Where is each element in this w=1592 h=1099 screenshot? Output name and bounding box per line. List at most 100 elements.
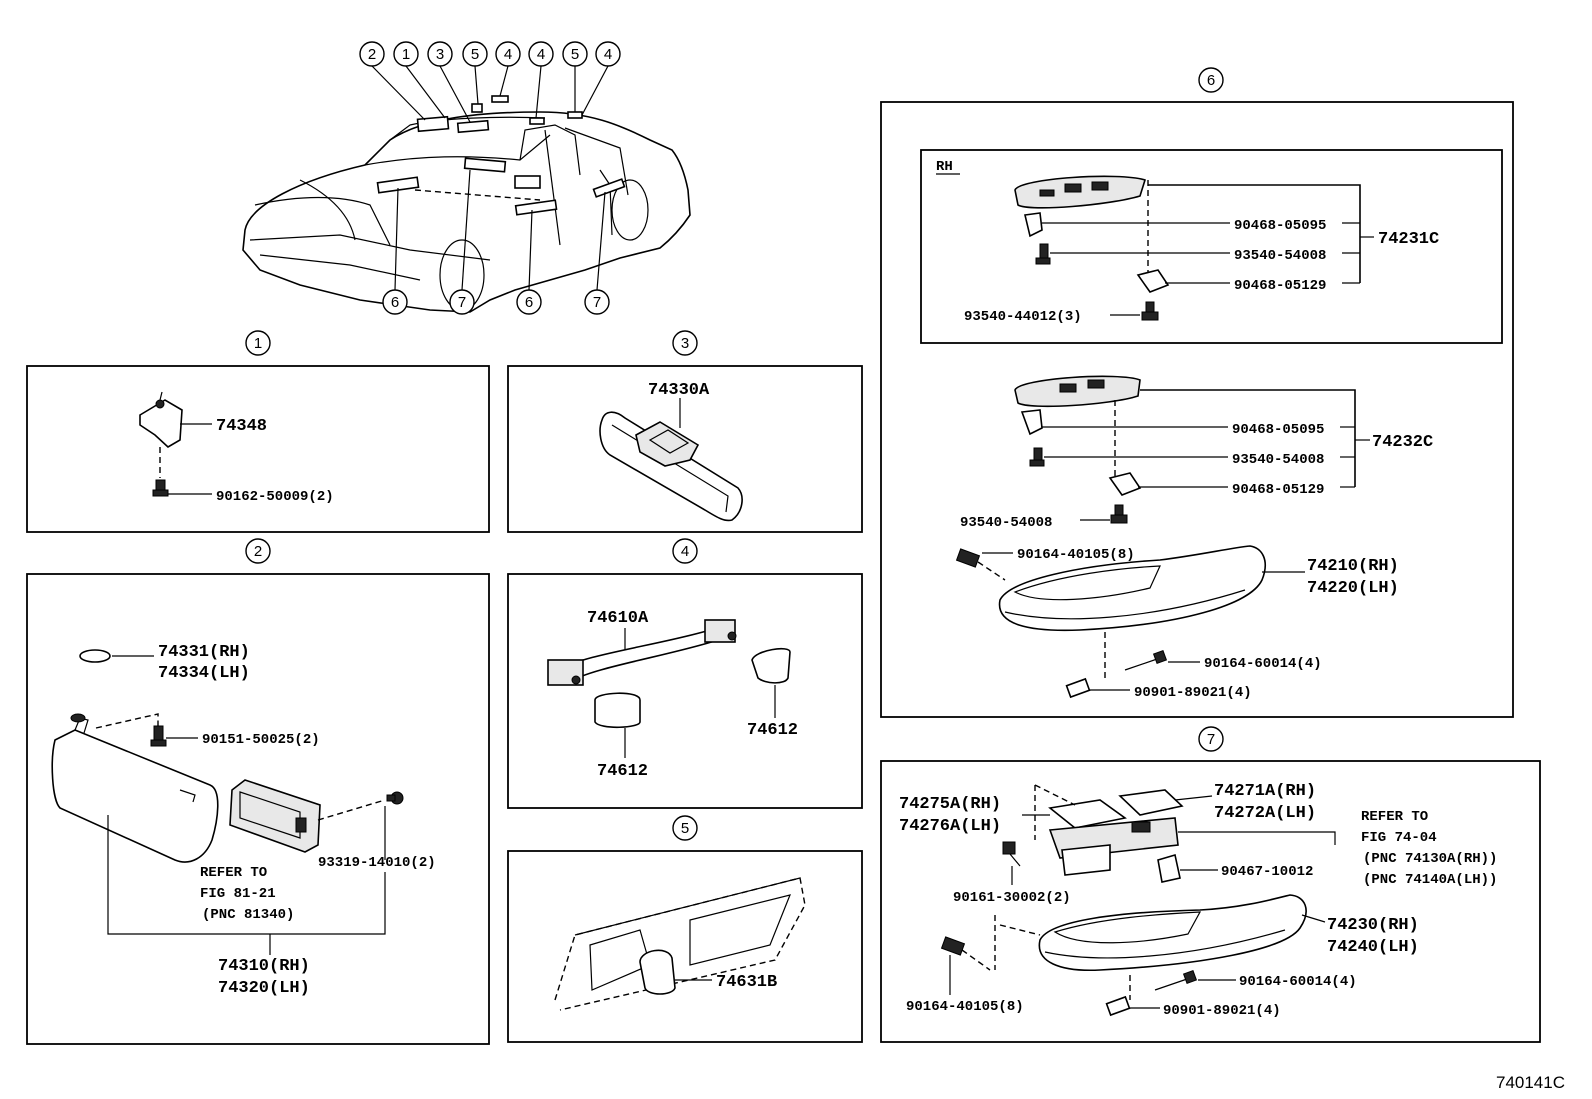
clip3-part — [955, 548, 981, 568]
callout-2: 2 — [359, 41, 385, 67]
svg-text:6: 6 — [391, 294, 399, 311]
panel-1-number-circle — [245, 330, 271, 356]
rh-switch-panel-part — [1014, 175, 1147, 209]
panel-7-frame — [880, 760, 1541, 1043]
label-93540-44012: 93540-44012(3) — [964, 309, 1082, 325]
label-74276A: 74276A(LH) — [899, 817, 1001, 836]
car-overview — [242, 95, 691, 313]
clip-part — [386, 791, 404, 805]
panel-5: 5 74631B — [507, 815, 863, 1043]
svg-text:7: 7 — [458, 294, 466, 311]
refer7-line-3: (PNC 74130A(RH)) — [1363, 851, 1497, 867]
callout-4c: 4 — [595, 41, 621, 67]
screw-part — [152, 479, 169, 497]
screw1-part — [1029, 447, 1045, 467]
svg-text:5: 5 — [571, 46, 579, 63]
clip2-part-7 — [940, 936, 966, 956]
label-74271A: 74271A(RH) — [1214, 782, 1316, 801]
switch-base-part — [1048, 817, 1179, 876]
bracket-part — [139, 391, 183, 448]
label-74232C: 74232C — [1372, 433, 1433, 452]
panel-7-number: 7 — [1207, 731, 1215, 748]
label-74230: 74230(RH) — [1327, 916, 1419, 935]
label-74220: 74220(LH) — [1307, 579, 1399, 598]
clip-part-7 — [1157, 853, 1181, 883]
svg-text:2: 2 — [368, 46, 376, 63]
panel-7-number-circle — [1198, 726, 1224, 752]
overview-bottom-callouts: 6 7 6 7 — [382, 289, 610, 315]
label-74612-a: 74612 — [597, 762, 648, 781]
svg-text:4: 4 — [504, 46, 512, 63]
label-74272A: 74272A(LH) — [1214, 804, 1316, 823]
label-rh-93540-54008: 93540-54008 — [1234, 248, 1326, 264]
callout-5b: 5 — [562, 41, 588, 67]
label-74210: 74210(RH) — [1307, 557, 1399, 576]
panel-5-number: 5 — [681, 820, 689, 837]
svg-text:4: 4 — [604, 46, 612, 63]
switch-panel-part — [1014, 375, 1141, 408]
panel-3-number: 3 — [681, 335, 689, 352]
bezel-part — [1048, 799, 1127, 829]
label-74334: 74334(LH) — [158, 664, 250, 683]
rh-clip1-part — [1024, 212, 1043, 238]
callout-1: 1 — [393, 41, 419, 67]
label-74612-b: 74612 — [747, 721, 798, 740]
label-74331: 74331(RH) — [158, 643, 250, 662]
rh-clip2-part — [1136, 269, 1170, 293]
panel-6-number: 6 — [1207, 72, 1215, 89]
label-90164-60014-b: 90164-60014(4) — [1239, 974, 1357, 990]
panel-7: 7 74275A(RH) 74276A(LH) 74271A(RH) 74272… — [880, 726, 1541, 1043]
panel-2-number-circle — [245, 538, 271, 564]
callout-4: 4 — [495, 41, 521, 67]
svg-text:3: 3 — [436, 46, 444, 63]
screw-part-2 — [150, 725, 167, 747]
screw3-part — [1124, 649, 1168, 671]
callout-4b: 4 — [528, 41, 554, 67]
cover-part-b — [751, 648, 791, 684]
holder-part — [554, 877, 806, 1011]
rear-view-mirror-part — [599, 411, 743, 522]
label-90467-10012: 90467-10012 — [1221, 864, 1313, 880]
panel-4-number: 4 — [681, 543, 689, 560]
label-74330A: 74330A — [648, 381, 710, 400]
label-74275A: 74275A(RH) — [899, 795, 1001, 814]
panel-1-number: 1 — [254, 335, 262, 352]
refer7-line-2: FIG 74-04 — [1361, 830, 1437, 846]
svg-text:5: 5 — [471, 46, 479, 63]
label-90468-05129: 90468-05129 — [1232, 482, 1324, 498]
callout-7b: 7 — [584, 289, 610, 315]
figure-code: 740141C — [1496, 1073, 1565, 1092]
assist-grip-part — [547, 619, 737, 686]
panel-1: 1 74348 90162-50009(2) — [26, 330, 490, 533]
label-93540-54008: 93540-54008 — [1232, 452, 1324, 468]
screw2-part-7 — [1154, 969, 1198, 991]
panel-4-number-circle — [672, 538, 698, 564]
label-74320: 74320(LH) — [218, 979, 310, 998]
label-90161-30002: 90161-30002(2) — [953, 890, 1071, 906]
cover-part-7 — [1118, 789, 1184, 816]
label-74348: 74348 — [216, 417, 267, 436]
label-74631B: 74631B — [716, 973, 777, 992]
label-90164-60014: 90164-60014(4) — [1204, 656, 1322, 672]
callout-7: 7 — [449, 289, 475, 315]
overview-leaders — [371, 65, 609, 291]
label-90901-89021: 90901-89021(4) — [1134, 685, 1252, 701]
label-74610A: 74610A — [587, 609, 649, 628]
panel-6-rh-frame — [920, 149, 1503, 344]
armrest-part-7 — [1038, 894, 1307, 972]
callout-3: 3 — [427, 41, 453, 67]
screw1-part-7 — [1002, 841, 1021, 867]
svg-text:7: 7 — [593, 294, 601, 311]
panel-2-frame — [26, 573, 490, 1045]
overview-top-callouts: 2 1 3 5 4 4 5 4 — [359, 41, 621, 67]
label-rh-90468-05129: 90468-05129 — [1234, 278, 1326, 294]
vanity-lamp-part — [229, 779, 321, 853]
label-74231C: 74231C — [1378, 230, 1439, 249]
label-rh-90468-05095: 90468-05095 — [1234, 218, 1326, 234]
label-90151-50025: 90151-50025(2) — [202, 732, 320, 748]
clip2-part — [1108, 472, 1142, 496]
cap-part — [79, 649, 111, 663]
label-90162-50009: 90162-50009(2) — [216, 489, 334, 505]
panel-6-number-circle — [1198, 67, 1224, 93]
